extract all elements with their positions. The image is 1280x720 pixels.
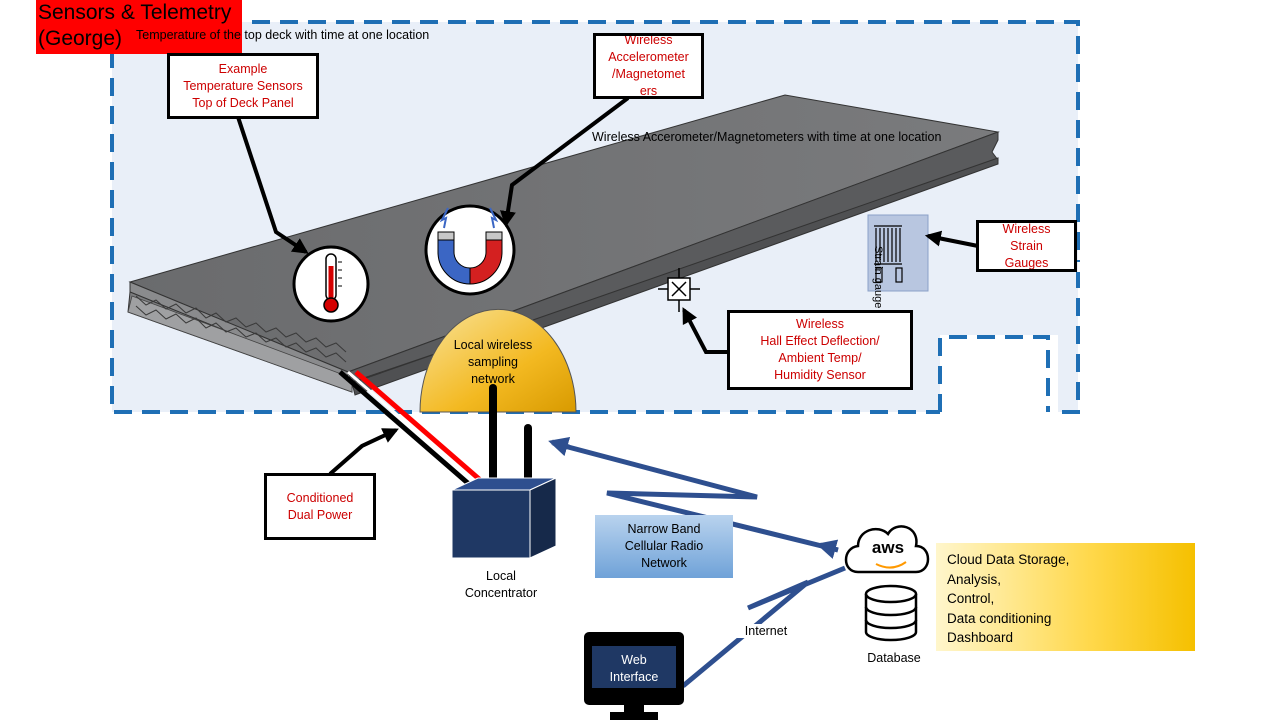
callout-line: Conditioned	[286, 490, 354, 505]
service-line: Control,	[947, 591, 995, 606]
temperature-callout: Example Temperature Sensors Top of Deck …	[167, 53, 319, 119]
callout-line: Accelerometer	[608, 50, 689, 64]
callout-line: ers	[639, 84, 658, 98]
label-line: Narrow Band	[627, 522, 701, 536]
label-line: Cellular Radio	[624, 539, 704, 553]
label-line: Network	[641, 556, 687, 570]
label-line: sampling	[467, 355, 519, 369]
callout-line: Strain	[1010, 238, 1043, 253]
narrow-band-box: Narrow Band Cellular Radio Network	[595, 515, 733, 578]
aws-label: aws	[871, 538, 905, 557]
callout-line: Example	[218, 61, 268, 76]
thermometer-icon	[292, 245, 370, 323]
power-cables	[338, 370, 488, 487]
strain-gauge-label: Strain gauge	[872, 246, 884, 309]
concentrator-box	[451, 477, 557, 559]
cloud-services-box: Cloud Data Storage, Analysis, Control, D…	[936, 543, 1195, 651]
service-line: Cloud Data Storage,	[947, 552, 1070, 567]
sampling-network-label: Local wireless sampling network	[430, 337, 556, 388]
callout-line: /Magnetomet	[612, 67, 685, 81]
strain-callout: Wireless Strain Gauges	[976, 220, 1077, 272]
callout-line: Wireless	[624, 33, 673, 47]
label-line: Concentrator	[464, 586, 538, 600]
callout-arrows	[236, 96, 979, 476]
web-interface-label: Web Interface	[592, 652, 676, 686]
service-line: Data conditioning	[947, 610, 1052, 626]
monitor-icon	[584, 632, 684, 720]
sampling-dome	[419, 308, 577, 413]
label-line: Interface	[609, 670, 659, 684]
callout-line: Top of Deck Panel	[192, 95, 294, 110]
hall-sensor-icon	[658, 268, 700, 312]
label-line: Local	[486, 569, 516, 583]
label-line: Local wireless	[453, 338, 533, 352]
deck-caption: Wireless Accerometer/Magnetometers with …	[592, 130, 942, 144]
page-title: Sensors & Telemetry (George)	[36, 0, 242, 54]
service-line: Dashboard	[947, 630, 1014, 645]
callout-line: Dual Power	[287, 507, 353, 522]
power-callout: Conditioned Dual Power	[264, 473, 376, 540]
callout-line: Gauges	[1004, 255, 1049, 270]
magnet-icon	[424, 204, 516, 296]
database-icon	[864, 584, 918, 642]
hall-callout: Wireless Hall Effect Deflection/ Ambient…	[727, 310, 913, 390]
service-line: Analysis,	[947, 571, 1002, 587]
aws-cloud-icon	[844, 525, 930, 574]
callout-line: Ambient Temp/	[778, 351, 862, 365]
accelerometer-callout: Wireless Accelerometer /Magnetomet ers	[593, 33, 704, 99]
callout-line: Wireless	[796, 317, 844, 331]
callout-line: Wireless	[1002, 221, 1051, 236]
subtitle: Temperature of the top deck with time at…	[136, 28, 430, 42]
concentrator-label: Local Concentrator	[450, 568, 552, 602]
strain-gauge-icon	[867, 214, 929, 292]
internet-label: Internet	[734, 624, 798, 638]
callout-line: Temperature Sensors	[183, 78, 303, 93]
label-line: Web	[621, 653, 647, 667]
label-line: network	[471, 372, 515, 386]
callout-line: Hall Effect Deflection/	[760, 334, 880, 348]
database-label: Database	[867, 651, 921, 665]
callout-line: Humidity Sensor	[774, 368, 866, 382]
